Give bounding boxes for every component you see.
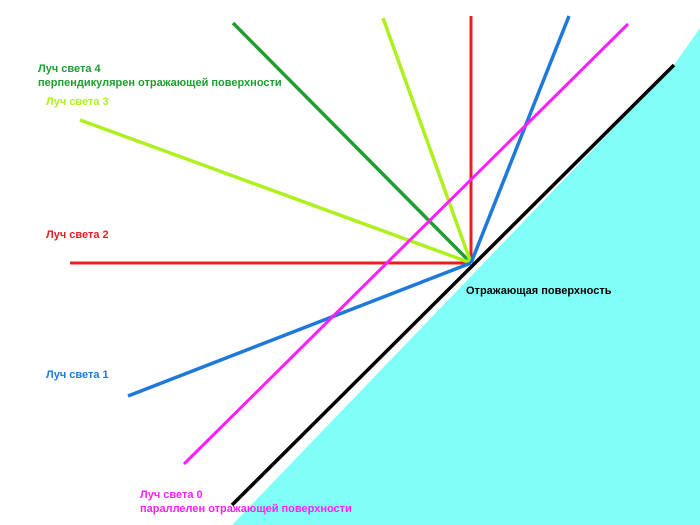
ray1-label: Луч света 1 [46,369,109,381]
ray0-label-line1: Луч света 0 [140,489,203,501]
ray4 [231,21,473,265]
ray3-label: Луч света 3 [46,96,109,108]
ray0 [182,22,630,466]
ray1-incident [127,261,472,398]
ray4-label-line2: перпендикулярен отражающей поверхности [38,77,282,89]
ray2-label: Луч света 2 [46,229,109,241]
reflecting-surface-area [232,28,700,525]
surface-label: Отражающая поверхность [466,285,612,297]
ray1-reflected [469,15,571,264]
ray3-incident [79,118,472,265]
ray4-label-line1: Луч света 4 [38,63,102,75]
ray0-label-line2: параллелен отражающей поверхности [140,503,352,515]
reflecting-surface-edge [230,63,676,507]
ray3-reflected [381,17,473,264]
